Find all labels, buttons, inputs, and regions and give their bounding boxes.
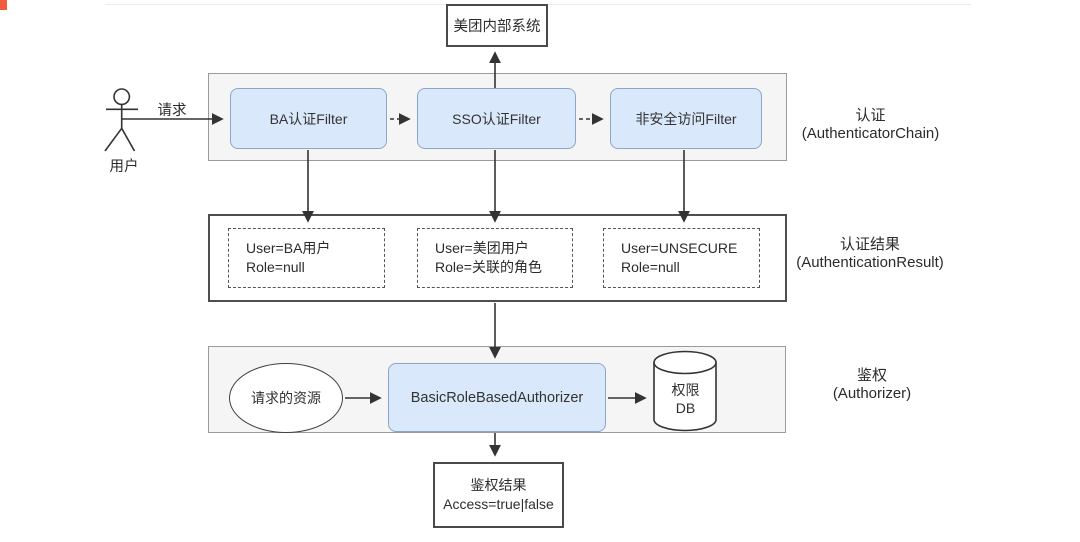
authorizer-side-label-cn: 鉴权 — [856, 367, 887, 384]
auth-result-unsecure-line2: Role=null — [621, 259, 680, 275]
user-actor-icon — [104, 88, 138, 152]
database-icon — [653, 350, 717, 432]
external-system-label: 美团内部系统 — [453, 19, 541, 35]
unsecure-access-filter-label: 非安全访问Filter — [635, 110, 737, 127]
permission-db-line2: DB — [675, 400, 696, 416]
permission-db-line1: 权限 — [671, 382, 700, 398]
accent-square — [0, 0, 7, 10]
unsecure-access-filter-node: 非安全访问Filter — [610, 88, 762, 149]
auth-result-side-label-cn: 认证结果 — [839, 236, 900, 253]
auth-result-unsecure-box: User=UNSECURE Role=null — [603, 228, 760, 288]
authorization-result-box: 鉴权结果 Access=true|false — [433, 462, 564, 528]
external-system-box: 美团内部系统 — [446, 4, 548, 47]
auth-result-side-label: 认证结果 (AuthenticationResult) — [790, 236, 950, 271]
auth-chain-side-label: 认证 (AuthenticatorChain) — [793, 107, 948, 142]
requested-resource-label: 请求的资源 — [251, 390, 321, 406]
auth-chain-side-label-cn: 认证 — [855, 107, 886, 124]
ba-auth-filter-node: BA认证Filter — [230, 88, 387, 149]
sso-auth-filter-label: SSO认证Filter — [452, 110, 541, 127]
permission-db-label: 权限 DB — [654, 381, 717, 417]
authorizer-side-label-en: (Authorizer) — [832, 384, 912, 402]
requested-resource-ellipse: 请求的资源 — [229, 363, 343, 433]
auth-result-ba-box: User=BA用户 Role=null — [228, 228, 385, 288]
auth-chain-side-label-en: (AuthenticatorChain) — [801, 124, 940, 142]
auth-result-unsecure-line1: User=UNSECURE — [621, 239, 738, 256]
basic-role-based-authorizer-label: BasicRoleBasedAuthorizer — [410, 389, 584, 406]
auth-result-side-label-en: (AuthenticationResult) — [796, 253, 944, 271]
basic-role-based-authorizer-node: BasicRoleBasedAuthorizer — [388, 363, 606, 432]
auth-result-sso-box: User=美团用户 Role=关联的角色 — [417, 228, 573, 288]
actor-label: 用户 — [109, 159, 139, 175]
ba-auth-filter-label: BA认证Filter — [269, 110, 348, 127]
request-arrow-label: 请求 — [157, 103, 187, 119]
auth-result-ba-line1: User=BA用户 — [246, 239, 331, 256]
authorization-result-line2: Access=true|false — [443, 496, 554, 512]
auth-result-ba-line2: Role=null — [246, 259, 305, 275]
sso-auth-filter-node: SSO认证Filter — [417, 88, 576, 149]
authorizer-side-label: 鉴权 (Authorizer) — [798, 367, 946, 402]
auth-result-sso-line1: User=美团用户 — [435, 239, 529, 256]
auth-result-sso-line2: Role=关联的角色 — [435, 259, 542, 275]
authorization-result-line1: 鉴权结果 — [470, 477, 527, 493]
